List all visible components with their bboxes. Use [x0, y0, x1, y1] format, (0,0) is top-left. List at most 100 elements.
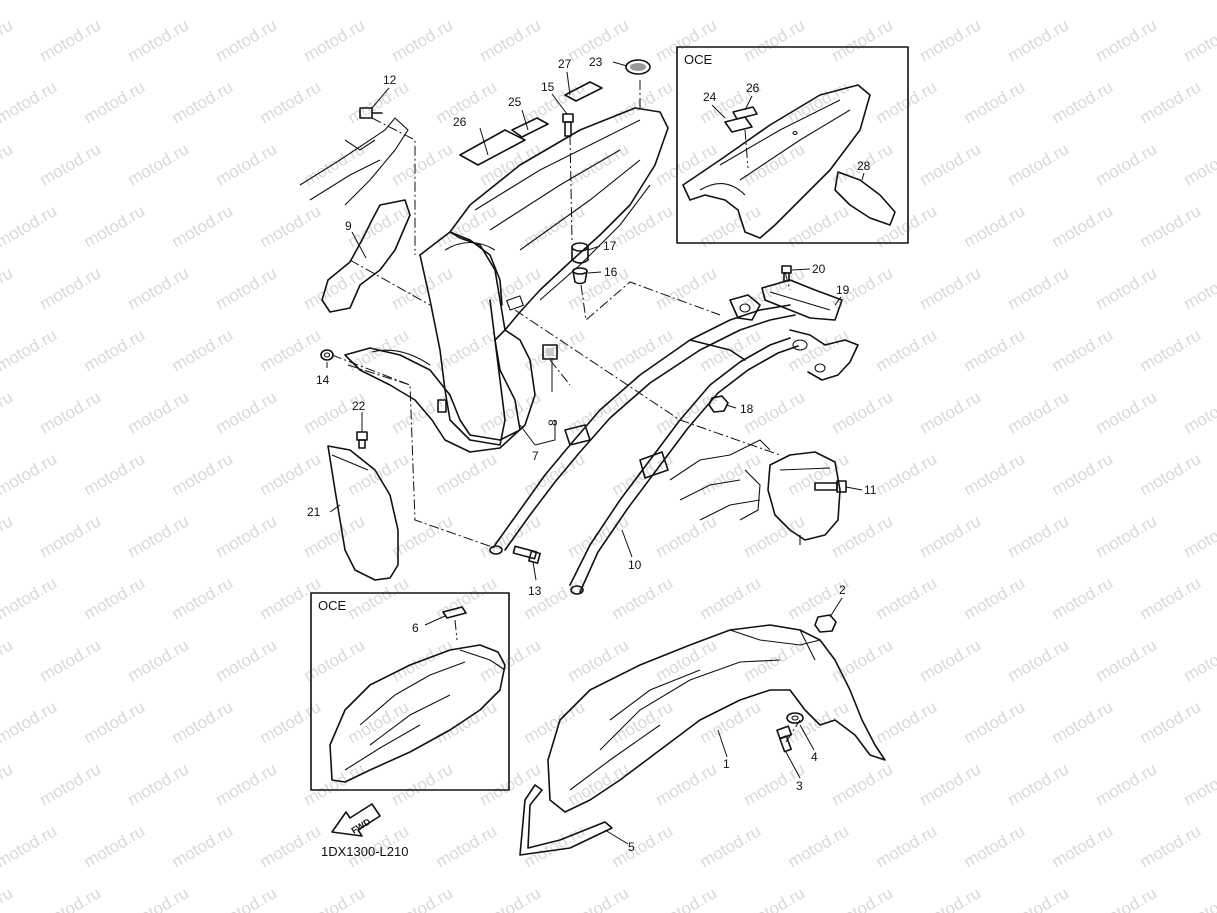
- watermark-text: motod.ru: [257, 573, 325, 623]
- rear-fender: [419, 107, 669, 446]
- watermark-text: motod.ru: [1049, 325, 1117, 375]
- watermark-text: motod.ru: [1005, 511, 1073, 561]
- callout-26-inset: 26: [746, 81, 760, 95]
- watermark-text: motod.ru: [213, 883, 281, 913]
- watermark-text: motod.ru: [873, 0, 941, 3]
- watermark-text: motod.ru: [1137, 821, 1205, 871]
- watermark-text: motod.ru: [0, 15, 16, 65]
- watermark-text: motod.ru: [37, 759, 105, 809]
- inset-label-rear: OCE: [684, 52, 713, 67]
- watermark-text: motod.ru: [961, 0, 1029, 3]
- watermark-text: motod.ru: [961, 325, 1029, 375]
- watermark-text: motod.ru: [1049, 77, 1117, 127]
- watermark-text: motod.ru: [169, 821, 237, 871]
- watermark-text: motod.ru: [785, 821, 853, 871]
- watermark-text: motod.ru: [785, 77, 853, 127]
- callout-11: 11: [864, 483, 877, 497]
- watermark-text: motod.ru: [433, 449, 501, 499]
- watermark-text: motod.ru: [81, 449, 149, 499]
- watermark-text: motod.ru: [961, 573, 1029, 623]
- watermark-text: motod.ru: [257, 201, 325, 251]
- watermark-text: motod.ru: [257, 449, 325, 499]
- watermark-text: motod.ru: [169, 573, 237, 623]
- front-fender-1: [547, 624, 886, 813]
- watermark-text: motod.ru: [1181, 511, 1217, 561]
- watermark-text: motod.ru: [565, 635, 633, 685]
- bolt-3: [776, 725, 793, 753]
- watermark-text: motod.ru: [389, 263, 457, 313]
- watermark-text: motod.ru: [1181, 759, 1217, 809]
- watermark-text: motod.ru: [1181, 15, 1217, 65]
- watermark-text: motod.ru: [829, 635, 897, 685]
- watermark-text: motod.ru: [609, 0, 677, 3]
- callout-15: 15: [541, 80, 555, 94]
- fwd-label: FWD: [350, 816, 373, 836]
- watermark-text: motod.ru: [1049, 821, 1117, 871]
- watermark-text: motod.ru: [1005, 759, 1073, 809]
- watermark-text: motod.ru: [433, 0, 501, 3]
- callout-14: 14: [316, 373, 330, 387]
- watermark-text: motod.ru: [609, 573, 677, 623]
- callout-23: 23: [589, 55, 603, 69]
- callout-numbers: 12 26 25 27 15 23 17 16 9 14 8 7 18 20 1…: [307, 55, 877, 854]
- watermark-text: motod.ru: [125, 263, 193, 313]
- watermark-text: motod.ru: [741, 15, 809, 65]
- watermark-text: motod.ru: [125, 511, 193, 561]
- watermark-text: motod.ru: [565, 759, 633, 809]
- watermark-text: motod.ru: [961, 821, 1029, 871]
- watermark-text: motod.ru: [213, 635, 281, 685]
- watermark-text: motod.ru: [1093, 511, 1161, 561]
- callout-5: 5: [628, 840, 635, 854]
- watermark-text: motod.ru: [433, 573, 501, 623]
- watermark-text: motod.ru: [81, 201, 149, 251]
- watermark-text: motod.ru: [257, 821, 325, 871]
- sticker-6: [442, 606, 467, 619]
- watermark-text: motod.ru: [81, 821, 149, 871]
- watermark-text: motod.ru: [1137, 0, 1205, 3]
- bolt-15: [562, 113, 574, 137]
- watermark-text: motod.ru: [0, 263, 16, 313]
- watermark-text: motod.ru: [37, 635, 105, 685]
- emblem-23: [625, 59, 651, 75]
- watermark-text: motod.ru: [81, 697, 149, 747]
- watermark-text: motod.ru: [917, 635, 985, 685]
- watermark-text: motod.ru: [1049, 573, 1117, 623]
- nut-2: [814, 614, 837, 633]
- watermark-text: motod.ru: [609, 77, 677, 127]
- watermark-text: motod.ru: [1181, 635, 1217, 685]
- watermark-text: motod.ru: [1049, 0, 1117, 3]
- watermark-text: motod.ru: [1137, 449, 1205, 499]
- watermark-text: motod.ru: [1137, 77, 1205, 127]
- watermark-text: motod.ru: [213, 759, 281, 809]
- watermark-text: motod.ru: [1137, 325, 1205, 375]
- callout-27: 27: [558, 57, 572, 71]
- watermark-text: motod.ru: [0, 759, 16, 809]
- watermark-text: motod.ru: [917, 263, 985, 313]
- watermark-text: motod.ru: [125, 387, 193, 437]
- watermark-text: motod.ru: [829, 15, 897, 65]
- watermark-text: motod.ru: [37, 139, 105, 189]
- watermark-text: motod.ru: [917, 15, 985, 65]
- watermark-text: motod.ru: [0, 635, 16, 685]
- watermark-text: motod.ru: [257, 77, 325, 127]
- diagram-code: 1DX1300-L210: [321, 844, 408, 859]
- callout-25: 25: [508, 95, 522, 109]
- watermark-text: motod.ru: [0, 821, 60, 871]
- watermark-text: motod.ru: [1181, 139, 1217, 189]
- watermark-text: motod.ru: [125, 759, 193, 809]
- watermark-text: motod.ru: [521, 573, 589, 623]
- callout-22: 22: [352, 399, 366, 413]
- watermark-text: motod.ru: [125, 883, 193, 913]
- watermark-text: motod.ru: [169, 697, 237, 747]
- watermark-text: motod.ru: [81, 573, 149, 623]
- watermark-text: motod.ru: [1093, 139, 1161, 189]
- watermark-text: motod.ru: [785, 201, 853, 251]
- watermark-text: motod.ru: [653, 511, 721, 561]
- watermark-text: motod.ru: [213, 15, 281, 65]
- callout-17: 17: [603, 239, 617, 253]
- watermark-text: motod.ru: [0, 139, 16, 189]
- watermark-text: motod.ru: [917, 759, 985, 809]
- bolt-22: [356, 431, 368, 449]
- watermark-text: motod.ru: [609, 325, 677, 375]
